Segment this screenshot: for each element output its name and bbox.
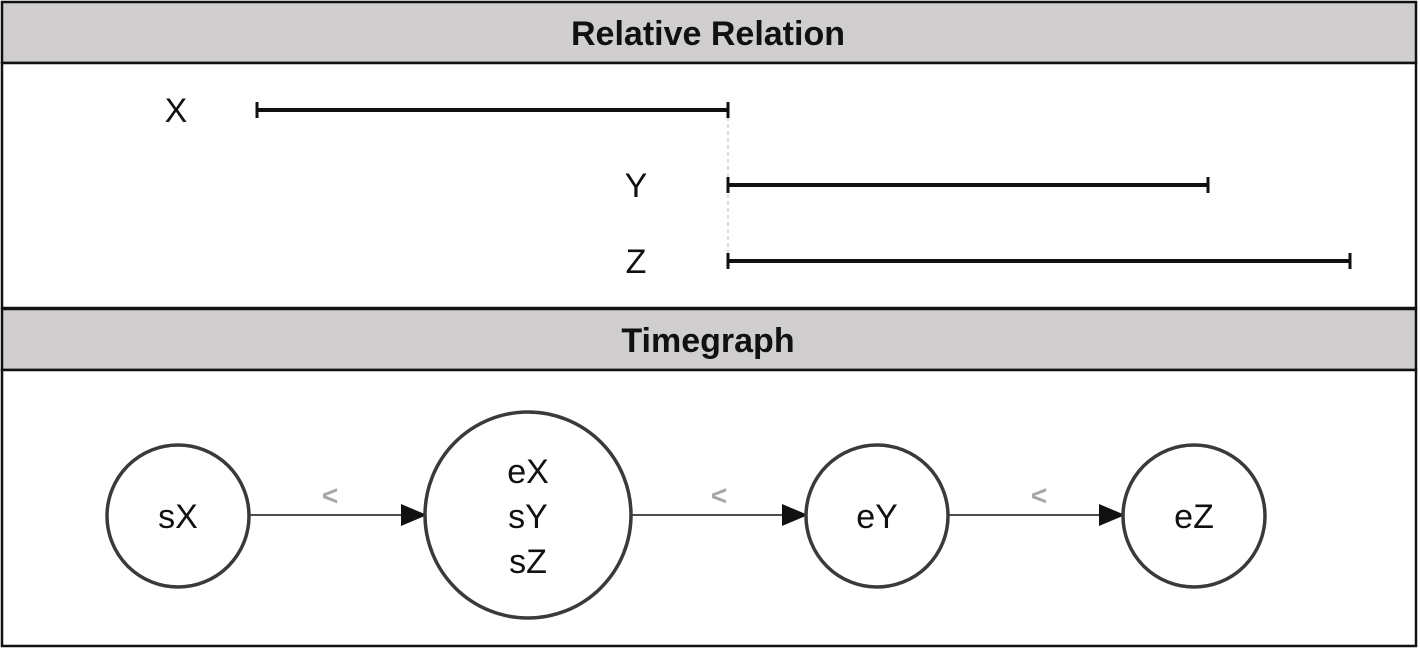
edge-relation-label: < (322, 480, 338, 511)
timegraph-header (0, 307, 1418, 372)
timegraph-node-ex-sy-sz: eX sY sZ (423, 410, 633, 620)
timegraph-node-ey: eY (804, 443, 950, 589)
timegraph-node-sx: sX (105, 443, 251, 589)
timegraph-title: Timegraph (621, 322, 794, 360)
edge-relation-label: < (1031, 480, 1047, 511)
timegraph-edge-3: < (949, 480, 1125, 526)
interval-y-label: Y (625, 167, 648, 205)
interval-z: Z (626, 243, 1352, 281)
interval-y: Y (625, 167, 1210, 205)
timegraph-panel: Timegraph < < < sX eX sY sZ eY (0, 307, 1418, 648)
edge-relation-label: < (711, 480, 727, 511)
node-label: eY (856, 498, 898, 536)
relative-relation-panel: Relative Relation X Y Z (0, 0, 1418, 310)
node-label: eZ (1174, 498, 1214, 536)
node-label: sY (508, 498, 548, 536)
timegraph-edge-1: < (249, 480, 427, 526)
timegraph-edge-2: < (632, 480, 808, 526)
node-label: sZ (509, 543, 547, 581)
interval-x: X (165, 92, 730, 130)
node-label: eX (507, 453, 549, 491)
node-label: sX (158, 498, 198, 536)
node-circle (804, 443, 950, 589)
relative-relation-title: Relative Relation (571, 15, 845, 53)
node-circle (423, 410, 633, 620)
node-circle (1121, 443, 1267, 589)
relative-relation-header (0, 0, 1418, 65)
interval-z-label: Z (626, 243, 647, 281)
node-circle (105, 443, 251, 589)
timegraph-node-ez: eZ (1121, 443, 1267, 589)
interval-x-label: X (165, 92, 188, 130)
